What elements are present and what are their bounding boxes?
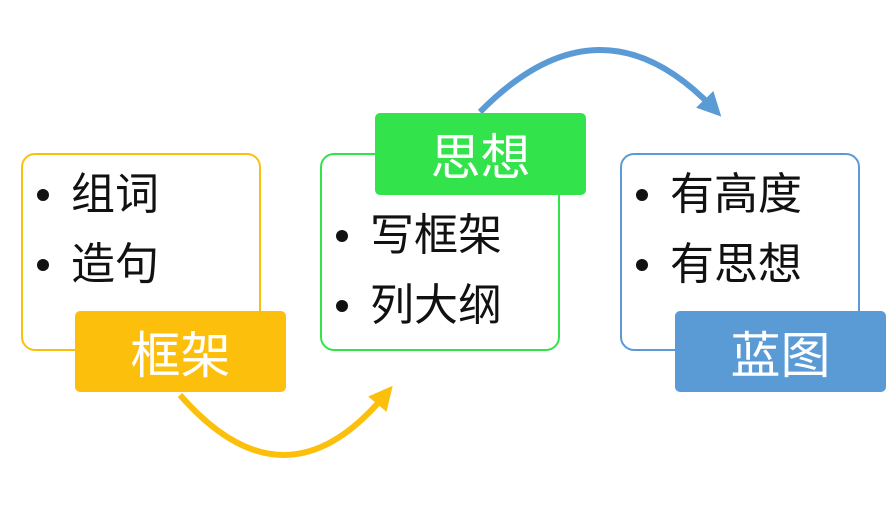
list-item: 列大纲: [336, 271, 502, 341]
bullet-icon: [37, 259, 49, 271]
step1-label: 框架: [75, 311, 286, 392]
list-item: 有高度: [636, 160, 802, 230]
bullet-icon: [636, 189, 648, 201]
bullet-icon: [636, 259, 648, 271]
step3-bullet-list: 有高度 有思想: [636, 160, 802, 300]
list-item: 组词: [37, 160, 159, 230]
step3-label: 蓝图: [675, 311, 886, 392]
arrow-step2-to-step3: [477, 47, 722, 117]
bullet-icon: [336, 230, 348, 242]
step2-label: 思想: [375, 113, 586, 195]
list-item: 有思想: [636, 230, 802, 300]
step1-card: 组词 造句: [21, 153, 261, 351]
list-item: 写框架: [336, 201, 502, 271]
bullet-icon: [336, 300, 348, 312]
step2-bullet-list: 写框架 列大纲: [336, 201, 502, 341]
bullet-icon: [37, 189, 49, 201]
arrow-step1-to-step2: [177, 385, 393, 458]
step1-bullet-list: 组词 造句: [37, 160, 159, 300]
list-item: 造句: [37, 230, 159, 300]
